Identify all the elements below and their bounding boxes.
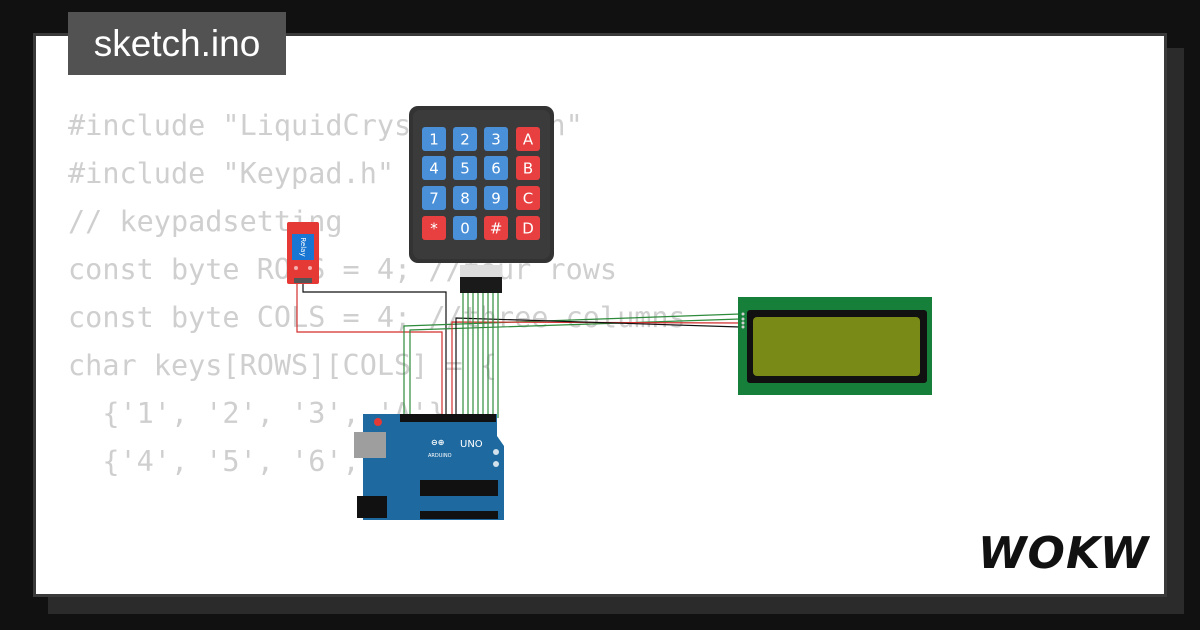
keypad-key-face	[422, 156, 446, 180]
keypad-key-9[interactable]: 9	[484, 186, 508, 210]
file-tab[interactable]: sketch.ino	[68, 12, 286, 75]
lcd-display[interactable]	[738, 297, 932, 395]
arduino-uno[interactable]: ⊖⊕ UNO ARDUINO	[354, 414, 504, 520]
keypad-key-label: B	[523, 160, 533, 178]
keypad-key-5[interactable]: 5	[453, 156, 477, 180]
keypad-key-face	[453, 186, 477, 210]
keypad-key-label: 5	[460, 160, 470, 178]
keypad-key-b[interactable]: B	[516, 156, 540, 180]
arduino-brand: ARDUINO	[428, 453, 452, 459]
keypad[interactable]: 1 2 3 A 4 5 6 B 7 8 9 C * 0 # D	[409, 106, 554, 293]
keypad-key-label: 8	[460, 190, 470, 208]
keypad-key-label: 9	[491, 190, 501, 208]
keypad-key-hash[interactable]: #	[484, 216, 508, 240]
keypad-key-label: 3	[491, 131, 501, 149]
keypad-key-7[interactable]: 7	[422, 186, 446, 210]
keypad-key-face	[422, 216, 446, 240]
keypad-key-1[interactable]: 1	[422, 127, 446, 151]
wokwi-logo-text: WOKWi	[978, 528, 1150, 576]
keypad-key-3[interactable]: 3	[484, 127, 508, 151]
keypad-key-face	[484, 216, 508, 240]
keypad-key-face	[484, 127, 508, 151]
code-line: #include "Keypad.h"	[68, 157, 395, 190]
keypad-key-label: 6	[491, 160, 501, 178]
relay-label: Relay	[299, 237, 307, 256]
keypad-key-8[interactable]: 8	[453, 186, 477, 210]
keypad-key-label: 2	[460, 131, 470, 149]
keypad-key-face	[516, 216, 540, 240]
svg-text:⊖⊕: ⊖⊕	[431, 438, 444, 447]
arduino-model: UNO	[460, 439, 483, 450]
keypad-key-face	[516, 156, 540, 180]
wire-black	[302, 284, 447, 418]
wokwi-logo: WOKWi	[978, 528, 1150, 576]
keypad-key-label: 0	[460, 220, 470, 238]
keypad-key-label: 7	[429, 190, 439, 208]
keypad-key-6[interactable]: 6	[484, 156, 508, 180]
keypad-key-face	[516, 186, 540, 210]
keypad-key-label: 1	[429, 131, 439, 149]
keypad-key-2[interactable]: 2	[453, 127, 477, 151]
keypad-key-face	[516, 127, 540, 151]
keypad-key-label: D	[522, 220, 534, 238]
keypad-key-label: A	[523, 131, 534, 149]
keypad-key-face	[484, 156, 508, 180]
keypad-key-face	[453, 156, 477, 180]
wire-green	[403, 313, 741, 418]
keypad-key-star[interactable]: *	[422, 216, 446, 240]
keypad-key-label: #	[490, 220, 503, 238]
keypad-keys: 1 2 3 A 4 5 6 B 7 8 9 C * 0 # D	[422, 127, 540, 240]
relay-module[interactable]: Relay	[287, 222, 319, 284]
keypad-key-label: C	[523, 190, 533, 208]
keypad-key-label: *	[430, 220, 438, 238]
keypad-key-face	[453, 216, 477, 240]
keypad-key-4[interactable]: 4	[422, 156, 446, 180]
keypad-key-face	[422, 186, 446, 210]
keypad-key-face	[422, 127, 446, 151]
wire-green	[409, 318, 741, 418]
keypad-key-0[interactable]: 0	[453, 216, 477, 240]
keypad-key-c[interactable]: C	[516, 186, 540, 210]
keypad-key-a[interactable]: A	[516, 127, 540, 151]
keypad-key-label: 4	[429, 160, 439, 178]
keypad-key-d[interactable]: D	[516, 216, 540, 240]
keypad-key-face	[453, 127, 477, 151]
keypad-key-face	[484, 186, 508, 210]
